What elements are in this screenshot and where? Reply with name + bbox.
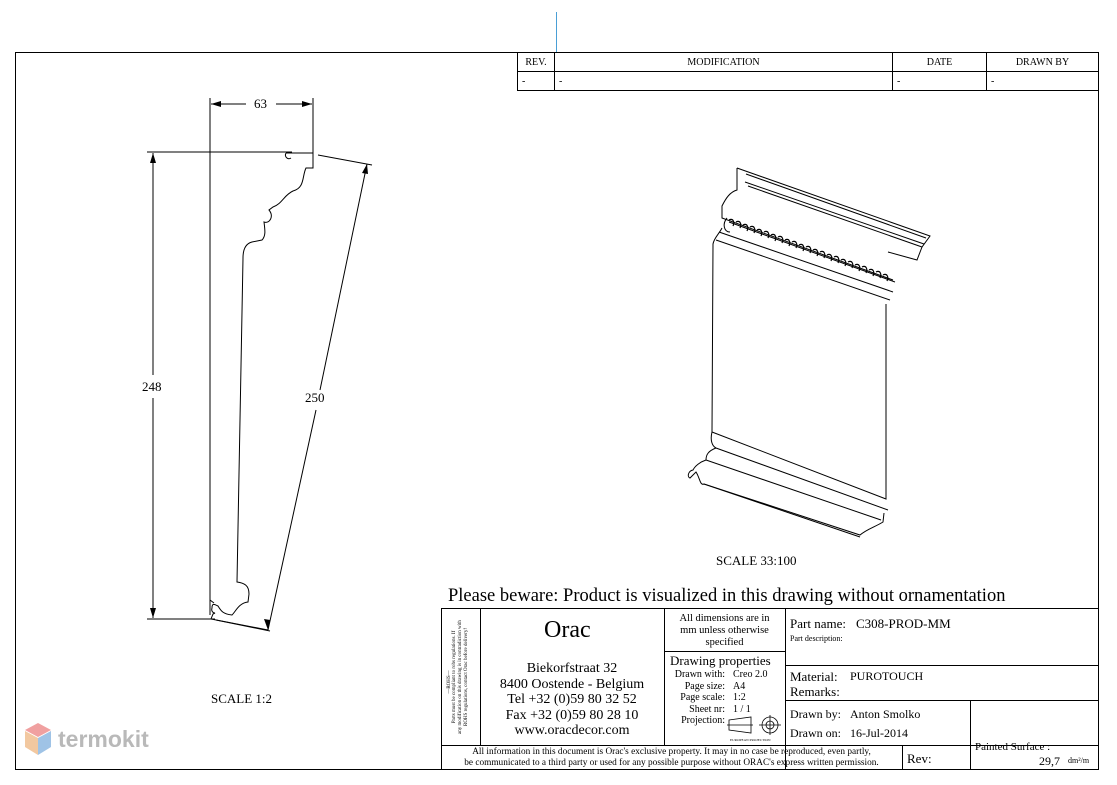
page-scale-label: Page scale: xyxy=(680,692,725,703)
revision-table: REV. MODIFICATION DATE DRAWN BY - - - - xyxy=(517,52,1099,91)
drawn-on-value: 16-Jul-2014 xyxy=(850,726,908,740)
drawn-by-value: Anton Smolko xyxy=(850,707,921,721)
tb-divider xyxy=(785,665,1099,666)
properties-labels: Drawn with: Page size: Page scale: Sheet… xyxy=(665,669,725,727)
ornamentation-notice: Please beware: Product is visualized in … xyxy=(448,586,1006,606)
tb-divider xyxy=(785,608,786,770)
drawn-by-cell: - xyxy=(986,71,1099,91)
company-name: Orac xyxy=(544,617,591,643)
page-size-label: Page size: xyxy=(684,680,725,692)
tb-divider xyxy=(664,608,665,745)
remarks-label: Remarks: xyxy=(790,684,840,699)
projection-symbol-icon xyxy=(727,715,781,735)
tb-divider xyxy=(441,745,1099,746)
title-block xyxy=(441,608,1099,770)
dims-note-line: All dimensions are in xyxy=(679,613,770,624)
painted-surface-unit: dm²/m xyxy=(1068,756,1090,765)
painted-surface-value: 29,7 xyxy=(1039,754,1060,768)
watermark-text: termokit xyxy=(58,725,149,752)
legal-line: be communicated to a third party or used… xyxy=(464,758,879,768)
legal-notice: All information in this document is Orac… xyxy=(442,747,901,769)
rohs-line: ROHS regulations, contact Orac before de… xyxy=(464,627,469,727)
address-line: Biekorfstraat 32 xyxy=(526,661,618,676)
tb-divider xyxy=(785,700,1099,701)
page-size-value: A4 xyxy=(733,680,746,692)
drawn-with-value: Creo 2.0 xyxy=(733,669,768,680)
tb-divider xyxy=(664,651,785,652)
part-name: C308-PROD-MM xyxy=(856,616,951,631)
page-scale-value: 1:2 xyxy=(733,692,746,703)
tb-divider xyxy=(902,745,903,770)
material-label: Material: xyxy=(790,669,838,684)
part-description-label: Part description: xyxy=(790,634,843,643)
drawn-by-label: Drawn by: xyxy=(790,707,841,721)
height-dimension: 248 xyxy=(142,379,162,394)
tb-divider xyxy=(480,608,481,745)
top-center-mark xyxy=(556,12,557,52)
dimensions-note: All dimensions are in mm unless otherwis… xyxy=(665,613,784,649)
phone-number: Tel +32 (0)59 80 32 52 xyxy=(507,692,637,707)
rev-label: Rev: xyxy=(907,751,932,766)
part-name-label: Part name: xyxy=(790,616,846,631)
dims-note-line: specified xyxy=(705,637,744,648)
rohs-tag: —ROHS— xyxy=(447,670,453,694)
hexagon-logo-icon xyxy=(25,723,51,755)
tb-divider xyxy=(970,700,971,770)
sheet-label: Sheet nr: xyxy=(689,703,725,715)
drawn-on-label: Drawn on: xyxy=(790,726,841,740)
drawn-with-label: Drawn with: xyxy=(674,669,725,680)
projection-caption: EUROPEAN PROJECTION xyxy=(730,738,771,742)
date-cell: - xyxy=(892,71,987,91)
dims-note-line: mm unless otherwise xyxy=(680,625,769,636)
legal-line: All information in this document is Orac… xyxy=(472,747,871,757)
material-value: PUROTOUCH xyxy=(850,669,924,683)
termokit-watermark: termokit xyxy=(24,722,149,756)
painted-surface-label: Painted Surface : xyxy=(975,741,1051,753)
profile-scale-label: SCALE 1:2 xyxy=(211,691,273,706)
revision-row: - - - - xyxy=(517,71,1099,91)
rohs-note: Parts must be compliant to rohs regulati… xyxy=(443,612,479,742)
fax-number: Fax +32 (0)59 80 28 10 xyxy=(505,707,639,723)
projection-label: Projection: xyxy=(681,715,725,726)
diagonal-dimension: 250 xyxy=(305,390,325,405)
drawing-properties-title: Drawing properties xyxy=(670,653,771,668)
website: www.oracdecor.com xyxy=(514,723,630,738)
width-dimension: 63 xyxy=(254,96,267,111)
properties-values: Creo 2.0 A4 1:2 1 / 1 xyxy=(733,669,767,715)
company-address: Biekorfstraat 32 8400 Oostende - Belgium… xyxy=(482,661,662,739)
sheet-value: 1 / 1 xyxy=(733,703,751,715)
iso-scale-label: SCALE 33:100 xyxy=(716,553,797,568)
address-line: 8400 Oostende - Belgium xyxy=(499,676,645,692)
